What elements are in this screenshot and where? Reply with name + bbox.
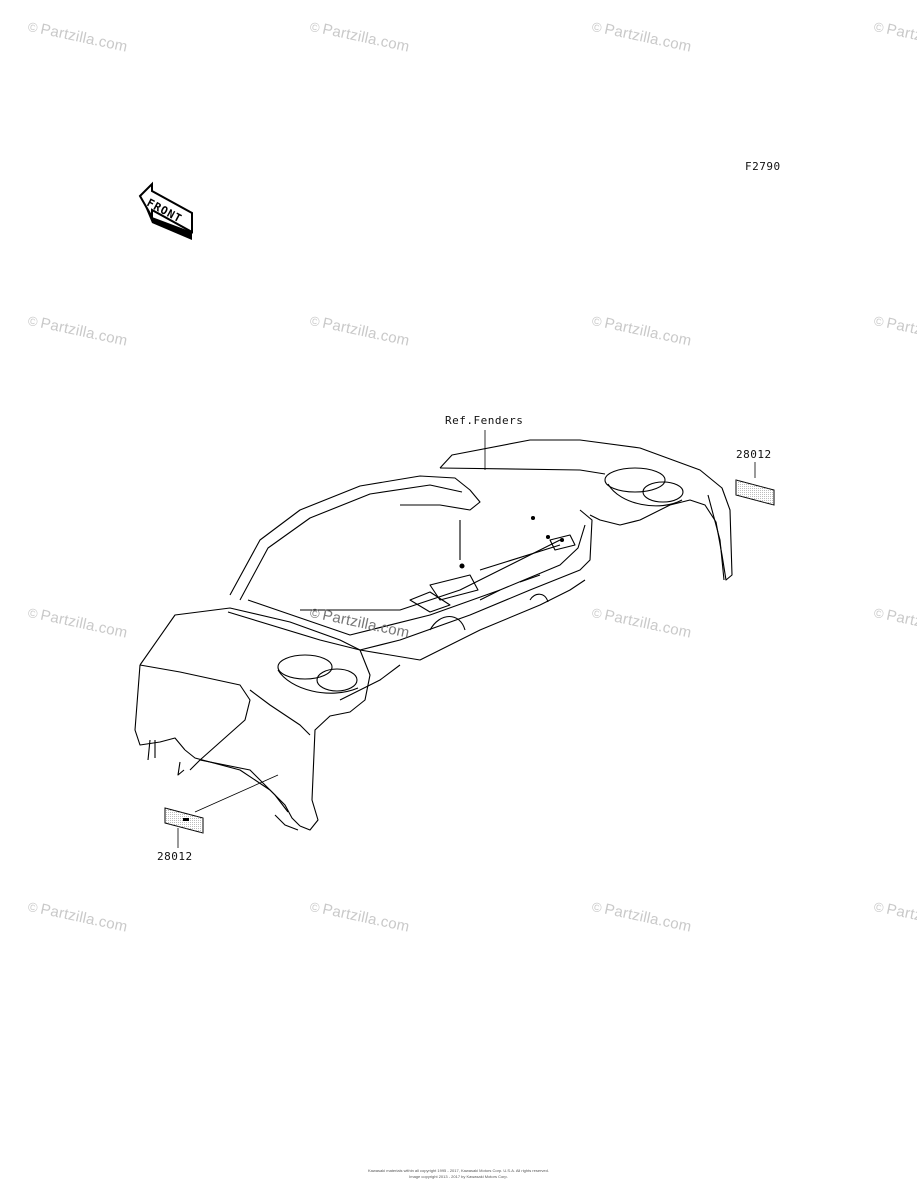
- callout-part-28012-left[interactable]: 28012: [157, 850, 193, 863]
- copyright-line-2: Image copyright 2013 - 2017 by Kawasaki …: [409, 1174, 508, 1179]
- callout-fenders-ref: Ref.Fenders: [445, 414, 524, 427]
- fender-assembly: [134, 439, 733, 831]
- leader-lines: [177, 430, 756, 848]
- front-arrow-icon: FRONT: [138, 181, 193, 240]
- callout-part-28012-right[interactable]: 28012: [736, 448, 772, 461]
- copyright-footer: Kawasaki materials within all copyright …: [0, 1168, 917, 1180]
- copyright-line-1: Kawasaki materials within all copyright …: [368, 1168, 549, 1173]
- decal-label-left: [164, 807, 204, 834]
- decal-label-right: [735, 479, 775, 506]
- diagram-reference-code: F2790: [745, 160, 781, 173]
